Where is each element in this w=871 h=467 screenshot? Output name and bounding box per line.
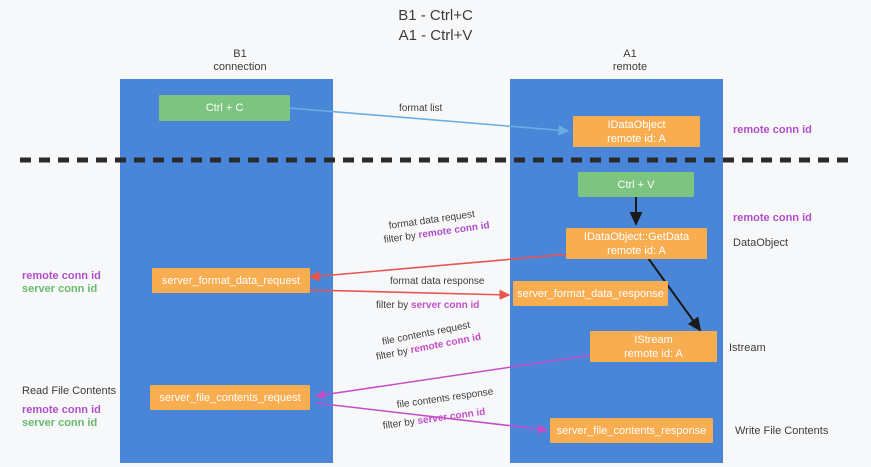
diagram-title: B1 - Ctrl+C A1 - Ctrl+V [0, 6, 871, 46]
node-ctrl-v-line1: Ctrl + V [617, 178, 655, 191]
filter-key-server-conn-id: server conn id [416, 406, 487, 428]
title-line-1: B1 - Ctrl+C [398, 7, 473, 24]
lane-header-a1: A1 remote [540, 48, 720, 74]
node-server-format-data-response[interactable]: server_format_data_response [513, 281, 668, 306]
annotation-left-remote-conn-id: remote conn id [22, 270, 101, 282]
annotation-left-server-conn-id-2: server conn id [22, 417, 98, 429]
edge-label-format-data-response: format data response [390, 276, 485, 287]
node-istream-line1: IStream [634, 333, 673, 346]
annotation-istream: Istream [729, 342, 766, 354]
filter-key-server-conn-id: server conn id [411, 300, 480, 311]
node-server-format-data-request-label: server_format_data_request [161, 274, 301, 287]
filter-prefix: filter by [383, 230, 420, 246]
title-line-2: A1 - Ctrl+V [398, 27, 473, 44]
lane-header-b1: B1 connection [150, 48, 330, 74]
lane-a1-name: A1 [623, 48, 637, 60]
filter-prefix: filter by [376, 300, 412, 311]
arrow-format-data-response [309, 289, 511, 300]
node-idataobject-getdata[interactable]: IDataObject::GetData remote id: A [566, 228, 707, 259]
node-istream[interactable]: IStream remote id: A [590, 331, 717, 362]
node-idataobject-line1: IDataObject [607, 118, 666, 131]
annotation-left-remote-conn-id-2: remote conn id [22, 404, 101, 416]
lane-a1-role: remote [612, 61, 648, 73]
node-istream-line2: remote id: A [624, 347, 683, 360]
node-server-file-contents-request[interactable]: server_file_contents_request [150, 385, 310, 410]
node-ctrl-v[interactable]: Ctrl + V [578, 172, 694, 197]
node-getdata-line2: remote id: A [607, 244, 666, 257]
node-server-format-data-request[interactable]: server_format_data_request [152, 268, 310, 293]
annotation-write-file-contents: Write File Contents [735, 425, 829, 437]
node-ctrl-c-line1: Ctrl + C [205, 102, 244, 114]
node-server-file-contents-response[interactable]: server_file_contents_response [550, 418, 713, 443]
edge-label-format-data-response-filter: filter by server conn id [376, 299, 479, 312]
node-idataobject-line2: remote id: A [607, 132, 666, 145]
node-ctrl-c[interactable]: Ctrl + C [159, 95, 290, 121]
lane-b1-name: B1 [233, 48, 247, 60]
annotation-dataobject: DataObject [733, 237, 789, 249]
node-server-file-contents-response-label: server_file_contents_response [556, 424, 707, 437]
annotation-remote-conn-id-top: remote conn id [733, 124, 812, 136]
lane-b1-role: connection [213, 61, 267, 73]
node-server-file-contents-request-label: server_file_contents_request [159, 391, 301, 404]
node-idataobject[interactable]: IDataObject remote id: A [573, 116, 700, 147]
annotation-remote-conn-id-mid: remote conn id [733, 212, 812, 224]
node-server-format-data-response-label: server_format_data_response [517, 287, 664, 300]
filter-prefix: filter by [375, 345, 412, 363]
annotation-read-file-contents: Read File Contents [22, 385, 117, 397]
node-getdata-line1: IDataObject::GetData [583, 230, 690, 243]
filter-prefix: filter by [382, 416, 419, 432]
annotation-left-server-conn-id: server conn id [22, 283, 98, 295]
edge-label-format-list: format list [399, 103, 443, 114]
